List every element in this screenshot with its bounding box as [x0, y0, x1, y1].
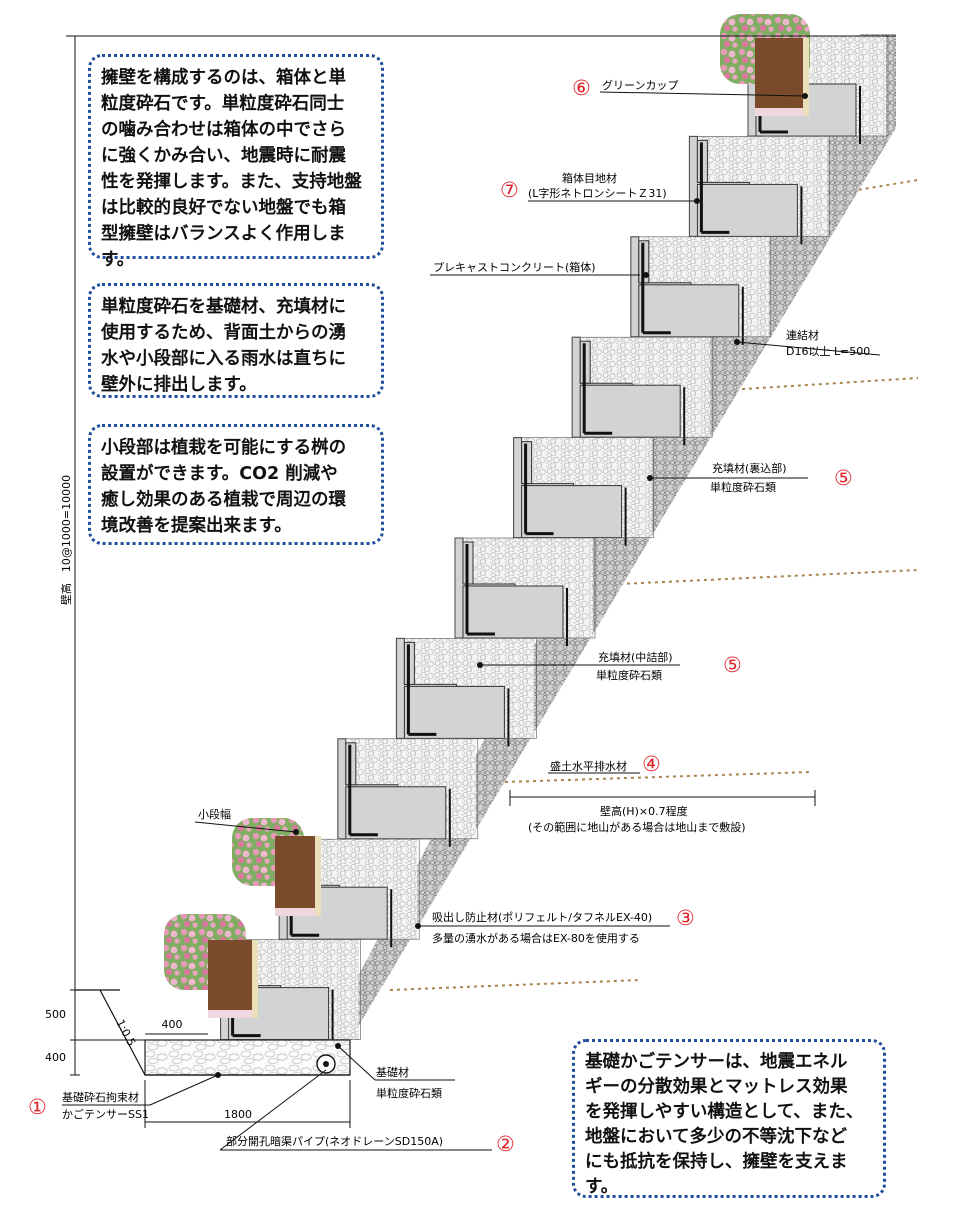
precast-box-step — [571, 336, 713, 446]
label-pipe: 部分開孔暗渠パイプ(ネオドレーンSD150A) — [226, 1134, 443, 1148]
label-fill-mid-spec: 単粒度砕石類 — [596, 668, 662, 682]
dim-1800-line — [144, 1080, 351, 1128]
label-small-berm: 小段幅 — [198, 807, 231, 821]
dim-500: 500 — [45, 1008, 66, 1021]
label-suction-title: 吸出し防止材(ポリフェルト/タフネルEX-40) — [432, 910, 652, 924]
note-composition: 擁壁を構成するのは、箱体と単 粒度砕石です。単粒度砕石同士 の噛み合わせは箱体の… — [88, 54, 384, 270]
note-drainage: 単粒度砕石を基礎材、充填材に 使用するため、背面土からの湧 水や小段部に入る雨水… — [88, 283, 384, 398]
precast-box-step — [630, 236, 772, 345]
marker-4: ④ — [642, 752, 661, 776]
label-connector-title: 連結材 — [786, 328, 819, 342]
precast-box-step — [337, 738, 479, 847]
precast-box-step — [395, 637, 537, 747]
marker-6: ⑥ — [572, 76, 591, 100]
label-drain-title: 盛土水平排水材 — [550, 759, 627, 773]
marker-1: ① — [28, 1095, 47, 1119]
left-ground — [75, 989, 350, 1076]
leader-dots — [215, 93, 808, 1078]
label-suction-note: 多量の湧水がある場合はEX-80を使用する — [432, 931, 640, 945]
wall-height-label: 壁高 10@1000=10000 — [59, 475, 73, 605]
dim-400-v: 400 — [45, 1051, 66, 1064]
label-fill-back-spec: 単粒度砕石類 — [710, 480, 776, 494]
note-foundation-text: 基礎かごテンサーは、地震エネル ギーの分散効果とマットレス効果 を発揮しやすい構… — [585, 1052, 864, 1197]
note-foundation: 基礎かごテンサーは、地震エネル ギーの分散効果とマットレス効果 を発揮しやすい構… — [572, 1039, 886, 1198]
marker-7: ⑦ — [500, 178, 519, 202]
green-cups — [208, 38, 809, 1018]
leader-lines — [62, 91, 881, 1151]
note-drainage-text: 単粒度砕石を基礎材、充填材に 使用するため、背面土からの湧 水や小段部に入る雨水… — [101, 297, 346, 395]
dim-400-h: 400 — [162, 1018, 183, 1031]
label-fill-mid-title: 充填材(中詰部) — [598, 650, 673, 664]
label-fill-back-title: 充填材(裏込部) — [712, 461, 787, 475]
marker-5b: ⑤ — [723, 653, 742, 677]
markers: ⑥ ⑦ ⑤ ⑤ ④ ③ ① ② — [28, 76, 853, 1156]
note-planting: 小段部は植栽を可能にする桝の 設置ができます。CO2 削減や 癒し効果のある植栽… — [88, 424, 384, 545]
note-planting-text: 小段部は植栽を可能にする桝の 設置ができます。CO2 削減や 癒し効果のある植栽… — [101, 438, 347, 536]
label-joint-title: 箱体目地材 — [562, 171, 617, 185]
note-composition-text: 擁壁を構成するのは、箱体と単 粒度砕石です。単粒度砕石同士 の噛み合わせは箱体の… — [101, 68, 362, 270]
dim-wall-height — [66, 35, 896, 1076]
label-green-cup: グリーンカップ — [602, 78, 678, 92]
label-gabion-spec: かごテンサーSS1 — [62, 1107, 149, 1121]
label-base-title: 基礎材 — [376, 1065, 409, 1079]
label-gabion-title: 基礎砕石拘束材 — [62, 1090, 139, 1104]
marker-2: ② — [496, 1132, 515, 1156]
label-joint-spec: (L字形ネトロンシートＺ31) — [528, 186, 667, 200]
label-connector-spec: D16以上 L=500 — [786, 345, 870, 358]
label-precast: プレキャストコンクリート(箱体) — [433, 260, 596, 274]
precast-box-step — [688, 135, 830, 245]
precast-box-step — [454, 537, 596, 646]
label-drain-range1: 壁高(H)×0.7程度 — [600, 804, 688, 818]
callouts: グリーンカップ 箱体目地材 (L字形ネトロンシートＺ31) プレキャストコンクリ… — [62, 78, 870, 1148]
drain-lines — [389, 179, 919, 991]
precast-box-step — [513, 437, 654, 546]
marker-5a: ⑤ — [834, 466, 853, 490]
marker-3: ③ — [676, 906, 695, 930]
dim-1800: 1800 — [224, 1108, 252, 1121]
label-base-spec: 単粒度砕石類 — [376, 1086, 442, 1100]
label-drain-range2: (その範囲に地山がある場合は地山まで敷設) — [528, 820, 746, 834]
dim-slope: 1:0.5 — [113, 1017, 138, 1048]
